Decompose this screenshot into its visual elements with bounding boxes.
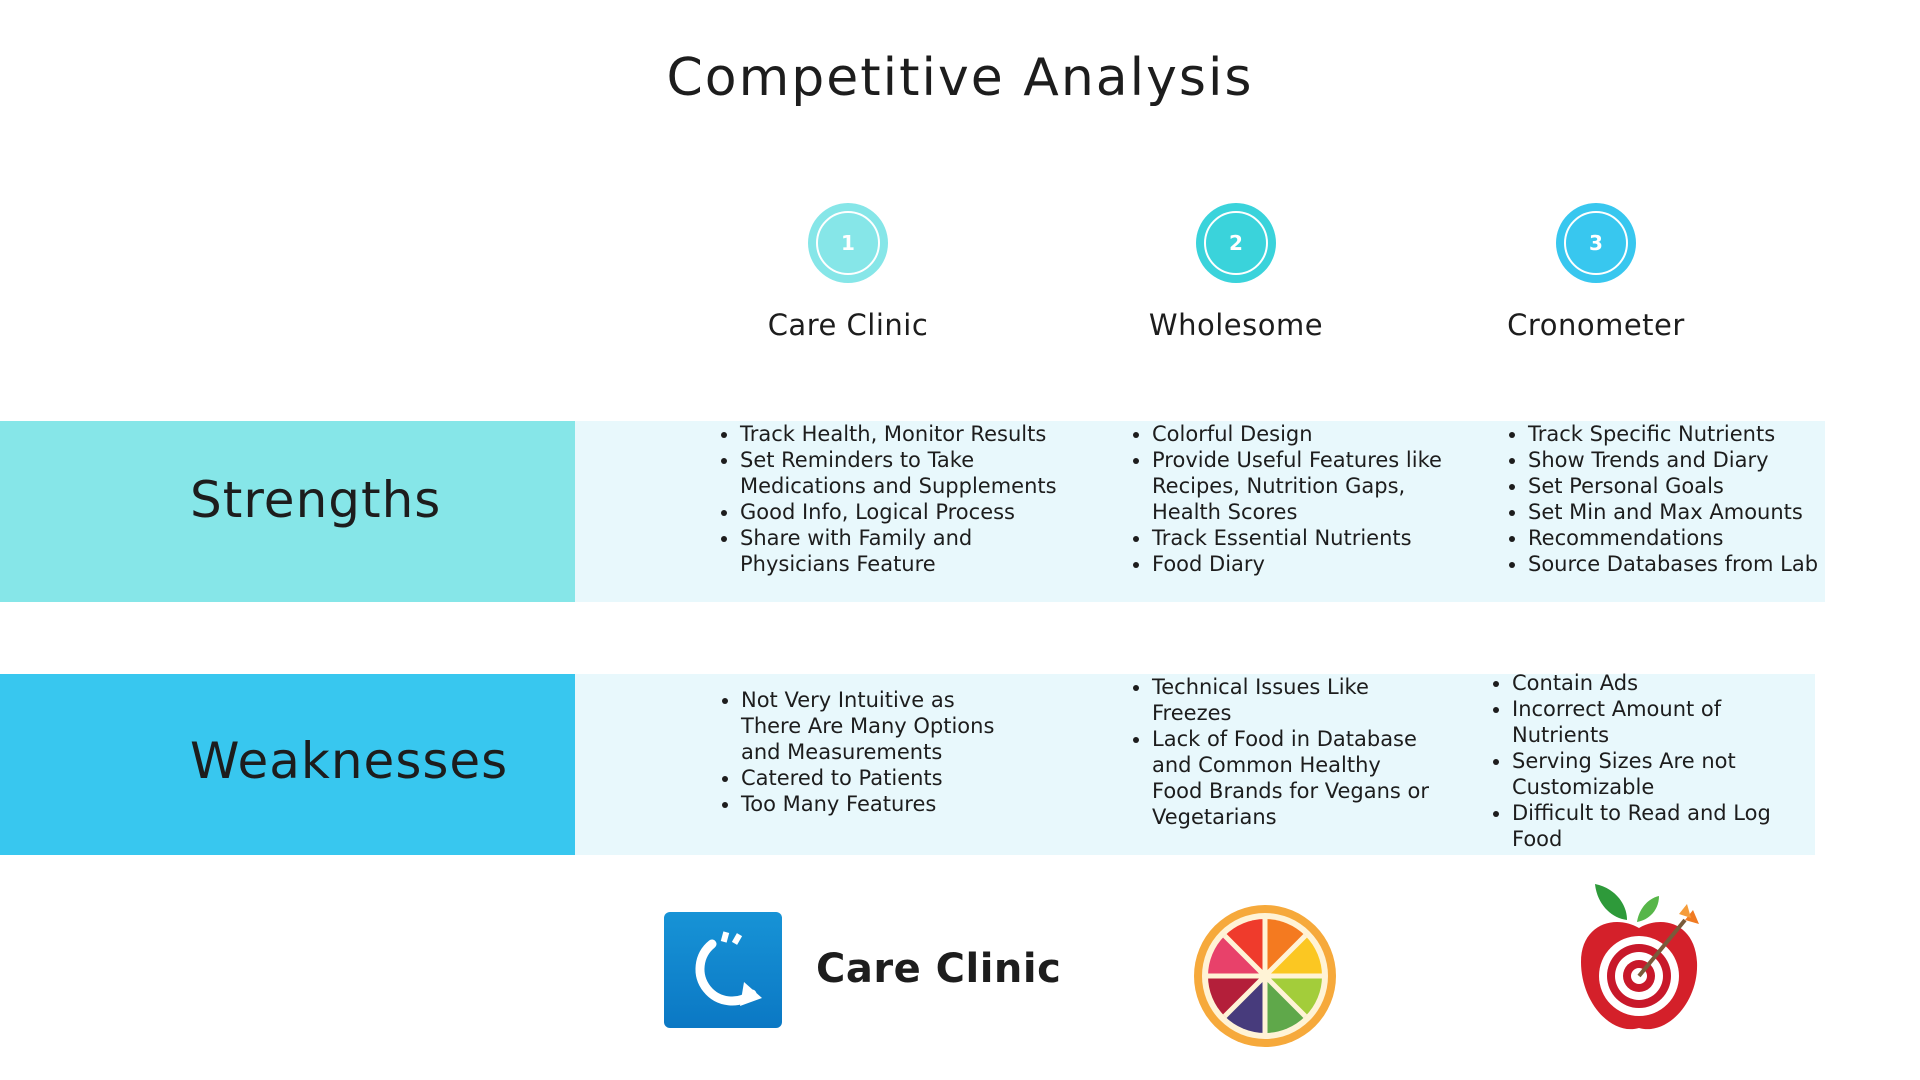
list-item: Track Essential Nutrients <box>1152 525 1452 551</box>
list-item: Set Reminders to Take Medications and Su… <box>740 447 1085 499</box>
weaknesses-cell-3: Contain Ads Incorrect Amount of Nutrient… <box>1490 670 1787 852</box>
page-title: Competitive Analysis <box>666 48 1254 108</box>
list-item: Show Trends and Diary <box>1528 447 1846 473</box>
competitor-1-name: Care Clinic <box>767 308 929 342</box>
careclinic-logo-text: Care Clinic <box>816 946 1062 992</box>
list-item: Lack of Food in Database and Common Heal… <box>1152 726 1432 830</box>
list-item: Colorful Design <box>1152 421 1452 447</box>
strengths-cell-1: Track Health, Monitor Results Set Remind… <box>718 421 1085 577</box>
weaknesses-label: Weaknesses <box>190 732 509 790</box>
list-item: Technical Issues Like Freezes <box>1152 674 1432 726</box>
list-item: Good Info, Logical Process <box>740 499 1085 525</box>
competitor-3-number-badge: 3 <box>1556 203 1636 283</box>
strengths-cell-3: Track Specific Nutrients Show Trends and… <box>1506 421 1846 577</box>
list-item: Track Specific Nutrients <box>1528 421 1846 447</box>
weaknesses-cell-1: Not Very Intuitive as There Are Many Opt… <box>719 687 1006 817</box>
list-item: Source Databases from Lab <box>1528 551 1846 577</box>
weaknesses-label-band: Weaknesses <box>0 674 575 855</box>
list-item: Track Health, Monitor Results <box>740 421 1085 447</box>
list-item: Recommendations <box>1528 525 1846 551</box>
competitor-2-name: Wholesome <box>1148 308 1324 342</box>
apple-target-icon <box>1581 884 1699 1030</box>
competitor-2-number-badge: 2 <box>1196 203 1276 283</box>
list-item: Incorrect Amount of Nutrients <box>1512 696 1787 748</box>
careclinic-logo-icon <box>664 912 782 1028</box>
strengths-cells-bg <box>575 421 1825 602</box>
list-item: Set Min and Max Amounts <box>1528 499 1846 525</box>
list-item: Serving Sizes Are not Customizable <box>1512 748 1787 800</box>
strengths-label: Strengths <box>190 471 442 529</box>
list-item: Catered to Patients <box>741 765 1006 791</box>
list-item: Food Diary <box>1152 551 1452 577</box>
list-item: Not Very Intuitive as There Are Many Opt… <box>741 687 1006 765</box>
strengths-cell-2: Colorful Design Provide Useful Features … <box>1130 421 1452 577</box>
competitor-1-number-badge: 1 <box>808 203 888 283</box>
list-item: Contain Ads <box>1512 670 1787 696</box>
competitor-3-name: Cronometer <box>1507 308 1685 342</box>
list-item: Share with Family and Physicians Feature <box>740 525 1085 577</box>
list-item: Set Personal Goals <box>1528 473 1846 499</box>
list-item: Provide Useful Features like Recipes, Nu… <box>1152 447 1452 525</box>
citrus-slice-icon <box>1194 905 1336 1047</box>
list-item: Difficult to Read and Log Food <box>1512 800 1787 852</box>
strengths-label-band: Strengths <box>0 421 575 602</box>
weaknesses-cell-2: Technical Issues Like Freezes Lack of Fo… <box>1130 674 1432 830</box>
list-item: Too Many Features <box>741 791 1006 817</box>
weaknesses-cells-bg <box>575 674 1815 855</box>
